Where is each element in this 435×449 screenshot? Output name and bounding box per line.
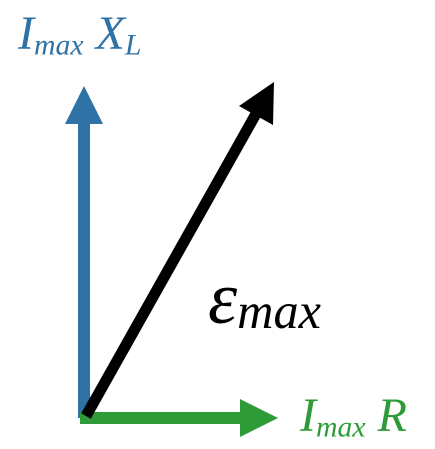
inductive-phasor-head	[65, 86, 103, 124]
inductive-label-reactance-sub: L	[124, 28, 142, 62]
resistive-label-current-sub: max	[315, 410, 366, 444]
resistive-phasor-arrow	[80, 399, 278, 437]
resistive-label-resistance: R	[377, 389, 407, 442]
resistive-label-current: I	[300, 389, 316, 442]
resistive-phasor-label: Imax R	[300, 392, 407, 442]
inductive-phasor-label: Imax XL	[18, 10, 141, 60]
emf-phasor-arrow	[81, 82, 274, 419]
inductive-label-current-sub: max	[33, 28, 84, 62]
emf-phasor-label: εmax	[208, 262, 321, 336]
emf-phasor-shaft	[81, 109, 262, 419]
inductive-label-current: I	[18, 7, 34, 60]
resistive-phasor-head	[240, 399, 278, 437]
emf-label-symbol: ε	[208, 258, 238, 340]
inductive-phasor-arrow	[65, 86, 103, 418]
inductive-label-reactance: X	[95, 7, 125, 60]
emf-label-sub: max	[237, 283, 321, 340]
emf-phasor-head	[239, 82, 274, 125]
